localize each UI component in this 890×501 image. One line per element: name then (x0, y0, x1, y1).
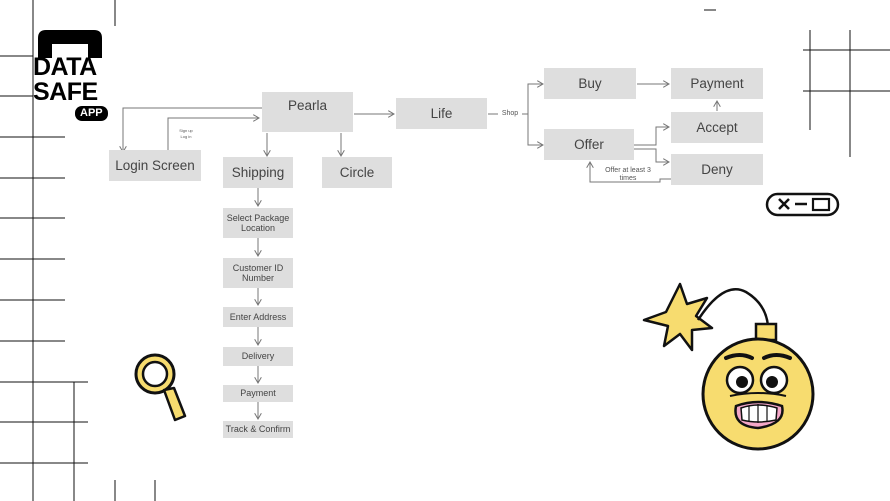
bomb-icon (642, 282, 815, 451)
node-enter-address[interactable]: Enter Address (223, 307, 293, 327)
node-delivery[interactable]: Delivery (223, 347, 293, 366)
node-select-package-location[interactable]: Select Package Location (223, 208, 293, 238)
node-offer[interactable]: Offer (544, 129, 634, 160)
edge-label-offer-loop: Offer at least 3 times (605, 167, 651, 183)
toggle-icon (765, 192, 840, 217)
edge-label-log-in: Log in (180, 134, 192, 139)
decorative-grid-right (704, 9, 890, 157)
edge-label-shop: Shop (501, 110, 519, 117)
node-customer-id-number[interactable]: Customer ID Number (223, 258, 293, 288)
node-shipping[interactable]: Shipping (223, 157, 293, 188)
node-accept[interactable]: Accept (671, 112, 763, 143)
logo-app-badge: APP (75, 106, 108, 121)
node-payment-step[interactable]: Payment (223, 385, 293, 402)
magnifier-icon (134, 353, 187, 422)
padlock-icon (38, 30, 102, 58)
logo-word-safe: SAFE (33, 78, 98, 106)
node-life[interactable]: Life (396, 98, 487, 129)
node-circle[interactable]: Circle (322, 157, 392, 188)
node-payment[interactable]: Payment (671, 68, 763, 99)
node-pearla[interactable]: Pearla (262, 92, 353, 132)
decorative-grid-left (0, 0, 156, 501)
logo-word-data: DATA (33, 53, 97, 81)
node-deny[interactable]: Deny (671, 154, 763, 185)
edge-label-sign-up: Sign up (179, 128, 193, 133)
node-track-confirm[interactable]: Track & Confirm (223, 421, 293, 438)
node-buy[interactable]: Buy (544, 68, 636, 99)
node-login-screen[interactable]: Login Screen (109, 150, 201, 181)
data-safe-logo: DATA SAFE APP (33, 28, 113, 124)
